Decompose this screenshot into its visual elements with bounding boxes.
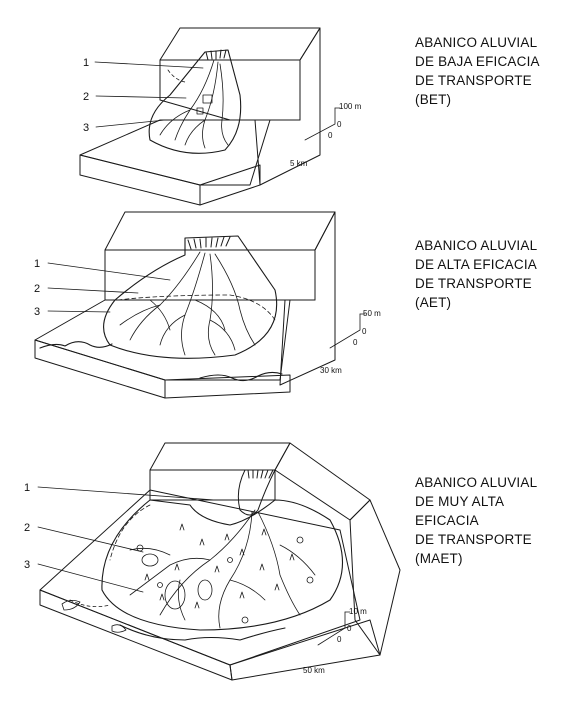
basin-top-face	[79, 119, 271, 186]
dashed-boundary	[109, 504, 151, 561]
ridge-top-face	[274, 442, 371, 521]
label-3: 3	[24, 559, 30, 571]
label-2: 2	[34, 283, 40, 295]
scale-horizontal: 50 km	[303, 666, 325, 675]
leader-lines	[94, 61, 204, 128]
basin-front-face	[34, 339, 166, 399]
scale-zero-b: 0	[328, 131, 333, 140]
fan-channels	[129, 509, 316, 629]
basin-front-face	[39, 589, 233, 681]
basin-front-face	[79, 154, 201, 206]
label-1: 1	[83, 57, 89, 69]
mountain-top-face	[149, 442, 291, 471]
scale-zero-a: 0	[347, 624, 352, 633]
fan-channels	[159, 59, 229, 149]
river-maet	[119, 624, 286, 641]
fan-channels	[119, 251, 256, 356]
leader-lines	[47, 262, 171, 313]
label-2: 2	[24, 522, 30, 534]
basin-side-face	[164, 374, 291, 399]
mountain-side-face	[279, 211, 336, 386]
mountain-top-face	[159, 27, 321, 61]
debris-lobe-2	[111, 624, 127, 633]
debris-lobe	[61, 600, 81, 611]
scale-zero-b: 0	[353, 338, 358, 347]
scale-zero-a: 0	[337, 120, 342, 129]
label-1: 1	[34, 258, 40, 270]
scale-maet: 10 m 0 0 50 km	[303, 607, 367, 675]
mountain-top-face	[104, 211, 336, 251]
mountain-front-face	[159, 59, 301, 121]
feeder-channel	[237, 469, 276, 516]
panel-aet: 1 2 3 50 m 0 0 30 km ABANICO ALUVIAL DE …	[34, 211, 541, 399]
fan-maet	[101, 499, 344, 631]
scale-aet: 50 m 0 0 30 km	[320, 309, 381, 375]
mountain-front-face	[149, 469, 276, 501]
river-aet	[39, 341, 283, 382]
basin-side-face	[199, 164, 261, 206]
mountain-side-face	[254, 27, 321, 186]
scale-vertical: 10 m	[349, 607, 367, 616]
dashed-boundary	[117, 294, 276, 321]
title-bet: ABANICO ALUVIAL DE BAJA EFICACIA DE TRAN…	[415, 35, 543, 107]
scale-bet: 100 m 0 0 5 km	[290, 102, 362, 168]
scale-zero-b: 0	[337, 635, 342, 644]
dashed-boundary	[167, 69, 186, 83]
ridge-side-face	[349, 499, 401, 656]
scale-horizontal: 30 km	[320, 366, 342, 375]
title-aet: ABANICO ALUVIAL DE ALTA EFICACIA DE TRAN…	[415, 238, 541, 310]
label-1: 1	[24, 482, 30, 494]
label-3: 3	[83, 122, 89, 134]
panel-maet: 1 2 3 10 m 0 0 50 km ABANICO ALUVIAL DE …	[24, 442, 541, 681]
scale-horizontal: 5 km	[290, 159, 308, 168]
label-2: 2	[83, 91, 89, 103]
fan-aet	[103, 235, 278, 359]
fan-apex-hatch	[247, 469, 274, 479]
fan-apex-hatch	[187, 236, 231, 250]
scale-vertical: 50 m	[363, 309, 381, 318]
basin-side-face	[229, 619, 381, 681]
scale-zero-a: 0	[362, 327, 367, 336]
leader-lines	[37, 486, 216, 593]
label-3: 3	[34, 306, 40, 318]
scale-vertical: 100 m	[339, 102, 362, 111]
title-maet: ABANICO ALUVIAL DE MUY ALTA EFICACIA DE …	[415, 475, 541, 566]
dashed-outer	[69, 599, 111, 608]
vegetation-marks	[136, 523, 314, 624]
fan-bet	[148, 49, 242, 154]
panel-bet: 1 2 3 100 m 0 0 5 km ABANICO ALUVIAL DE …	[79, 27, 543, 206]
fan-apex-hatch	[205, 49, 227, 61]
